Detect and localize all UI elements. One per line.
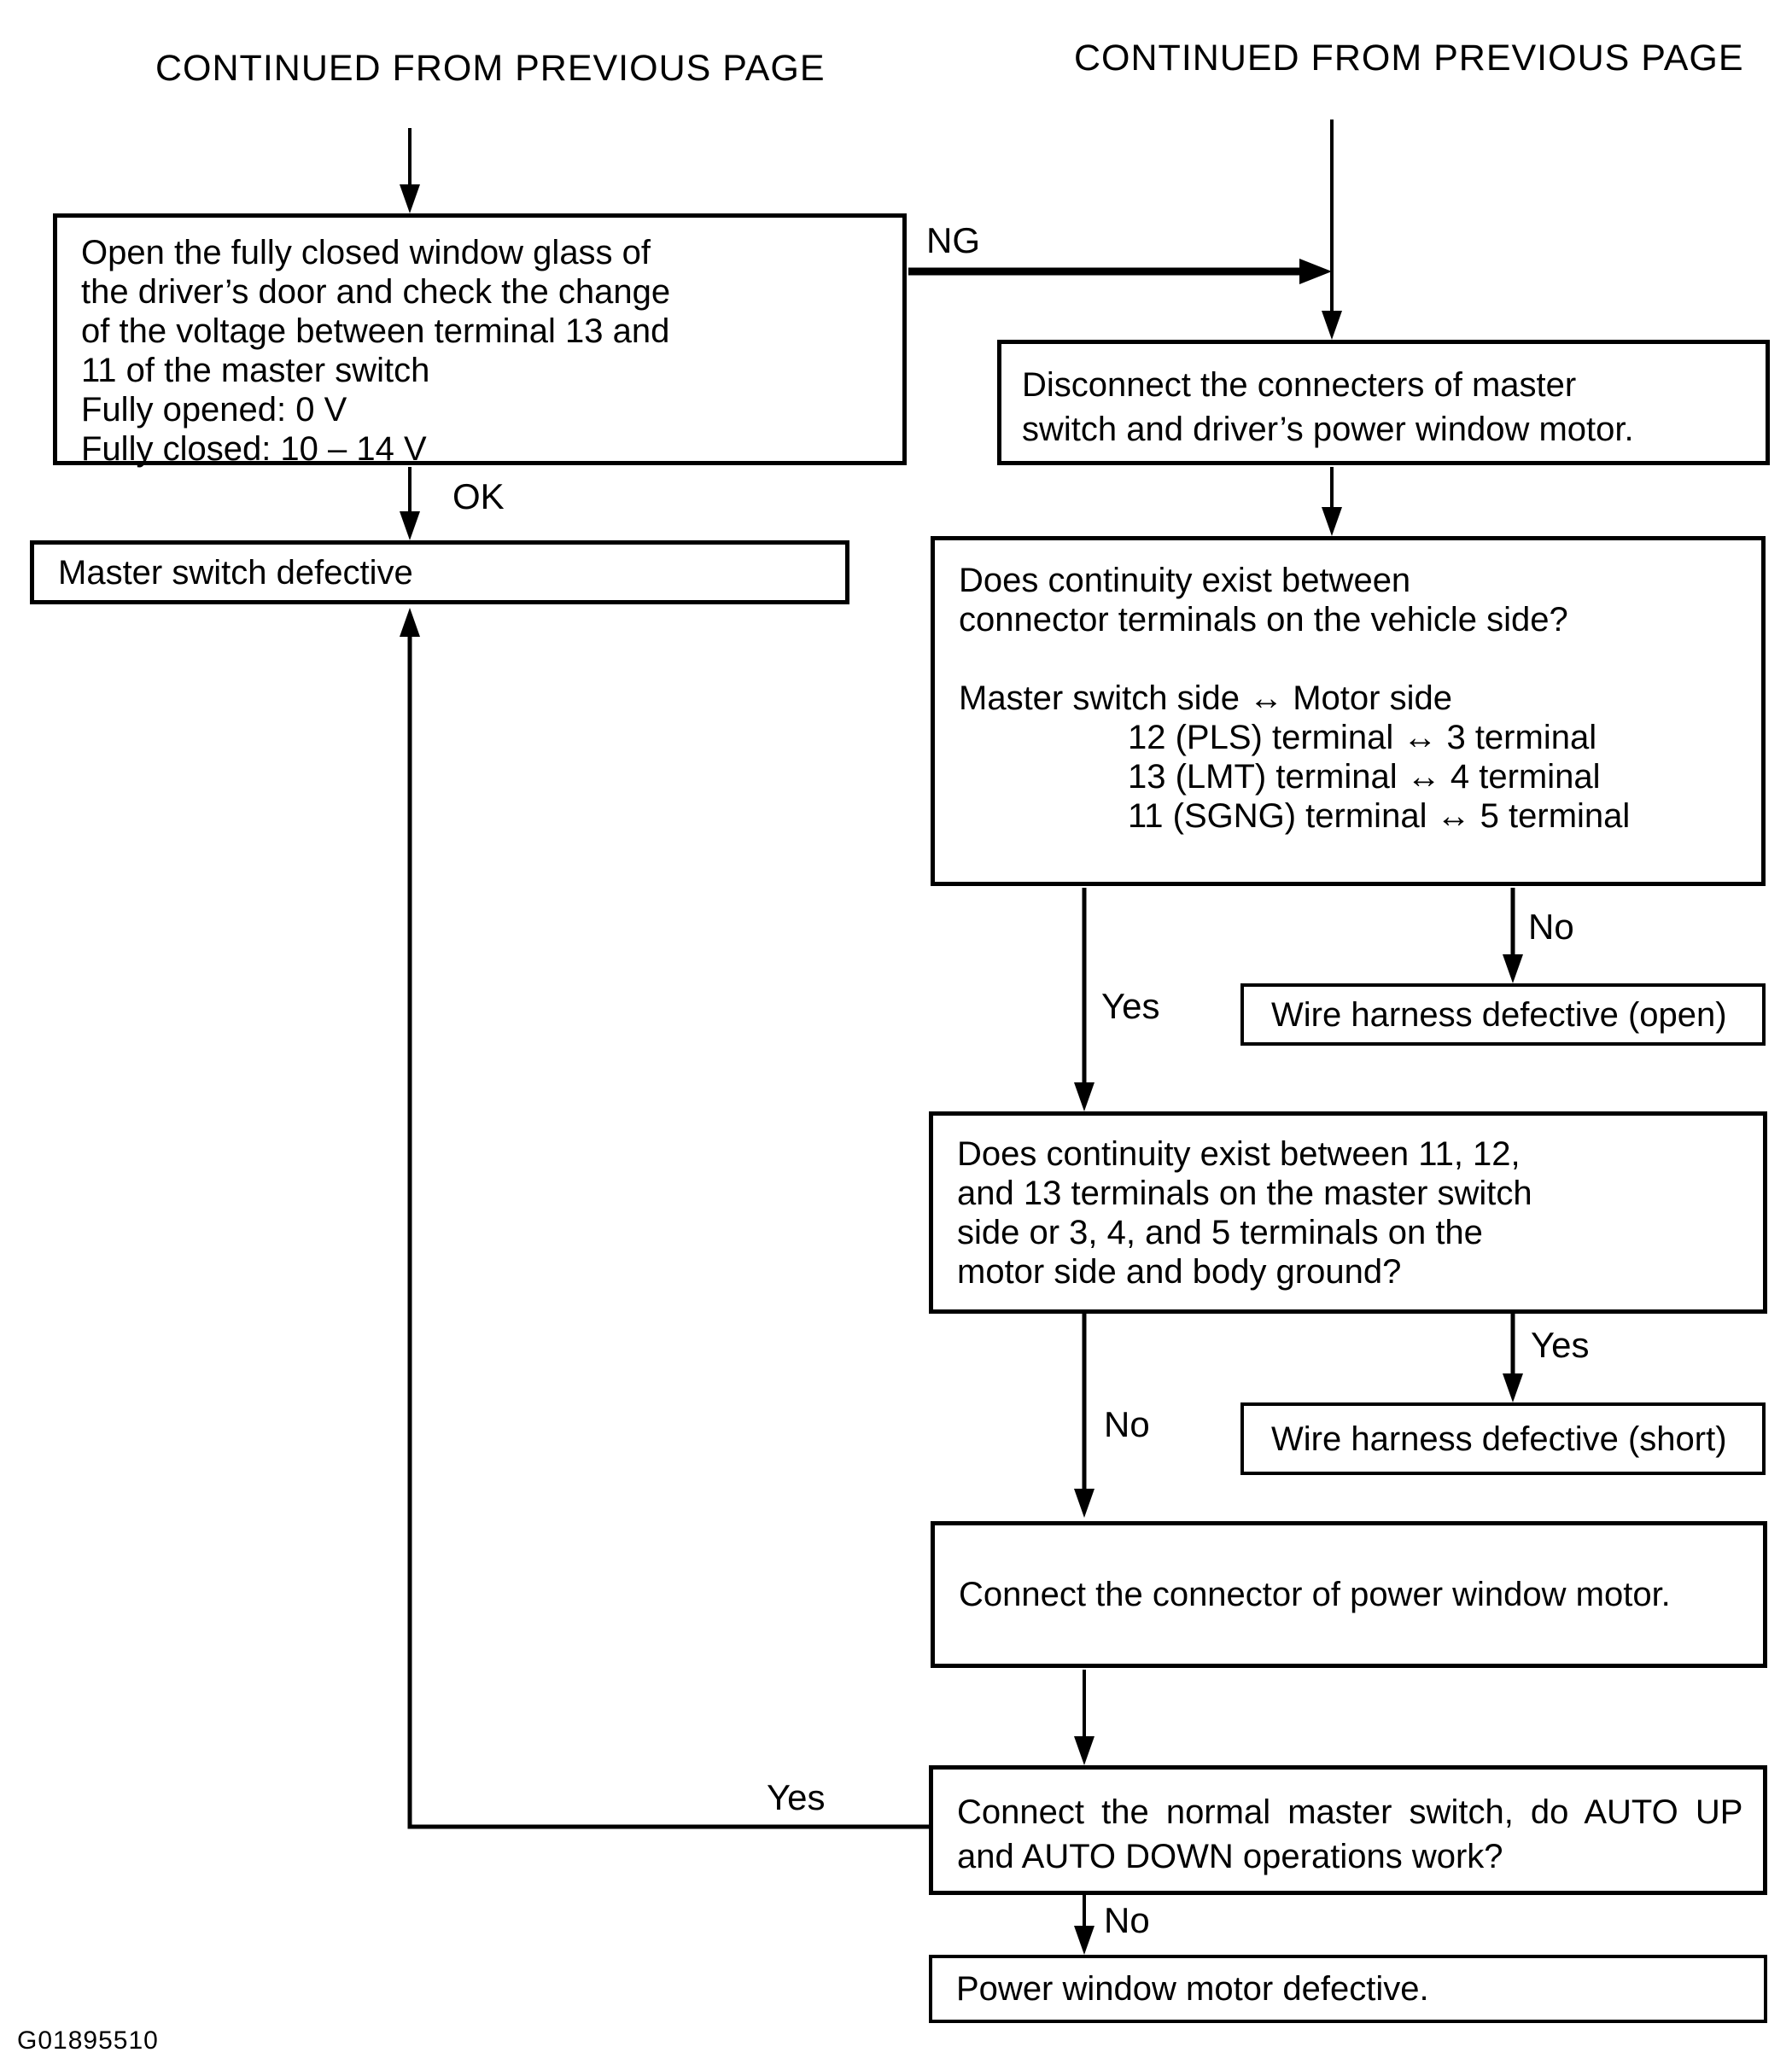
arrow-connector-to-question	[1074, 1670, 1094, 1765]
flow-box-line: motor side and body ground?	[957, 1253, 1402, 1291]
flow-box-line: Wire harness defective (open)	[1271, 995, 1727, 1034]
flow-box-line: Disconnect the connecters of master	[1022, 366, 1577, 404]
branch-label-auto-no: No	[1104, 1900, 1150, 1940]
flow-box-line: 11 of the master switch	[81, 352, 430, 389]
flow-box-line: Does continuity exist between 11, 12,	[957, 1135, 1521, 1173]
flow-box-line: Fully opened: 0 V	[81, 391, 347, 429]
flow-box-line: the driver’s door and check the change	[81, 273, 671, 311]
flow-box-line: Does continuity exist between	[959, 562, 1411, 599]
flow-box-connect-normal-master-switch: Connect the normal master switch, do AUT…	[929, 1765, 1767, 1895]
flow-box-continuity-body-ground: Does continuity exist between 11, 12, an…	[929, 1111, 1767, 1314]
flow-box-wire-harness-short: Wire harness defective (short)	[1240, 1402, 1766, 1475]
flow-box-line: Wire harness defective (short)	[1271, 1420, 1727, 1458]
branch-label-auto-yes: Yes	[767, 1777, 826, 1817]
arrow-disconnect-to-continuity	[1322, 467, 1342, 536]
flow-box-line: Power window motor defective.	[956, 1970, 1429, 2008]
flow-box-line: Master switch side ↔ Motor side	[959, 679, 1452, 717]
flow-box-line: Connect the normal master switch, do AUT…	[957, 1793, 1743, 1831]
continued-title-right: CONTINUED FROM PREVIOUS PAGE	[1074, 38, 1744, 79]
flow-box-line	[959, 639, 1753, 679]
flow-box-line: and 13 terminals on the master switch	[957, 1175, 1532, 1212]
flow-box-disconnect-connectors: Disconnect the connecters of master swit…	[997, 340, 1770, 465]
arrow-from-left-title	[400, 128, 420, 213]
continued-title-left: CONTINUED FROM PREVIOUS PAGE	[155, 48, 826, 89]
flow-box-line: connector terminals on the vehicle side?	[959, 601, 1568, 638]
flow-box-line: 12 (PLS) terminal ↔ 3 terminal	[1128, 719, 1597, 756]
arrow-ground-no	[1074, 1314, 1094, 1518]
flow-box-line: 11 (SGNG) terminal ↔ 5 terminal	[1128, 797, 1631, 835]
arrow-ground-yes	[1503, 1314, 1523, 1402]
flow-box-line: side or 3, 4, and 5 terminals on the	[957, 1214, 1483, 1251]
branch-label-vehicle-yes: Yes	[1101, 986, 1160, 1026]
flow-box-line: Fully closed: 10 – 14 V	[81, 430, 427, 468]
arrow-from-right-title	[1322, 120, 1342, 340]
branch-label-ok: OK	[452, 476, 505, 516]
arrow-ng	[908, 259, 1332, 284]
arrow-ok	[400, 467, 420, 540]
flow-box-line: of the voltage between terminal 13 and	[81, 312, 670, 350]
flow-box-master-switch-defective: Master switch defective	[30, 540, 849, 604]
flow-box-line: 13 (LMT) terminal ↔ 4 terminal	[1128, 758, 1601, 796]
flow-box-motor-defective: Power window motor defective.	[929, 1955, 1767, 2023]
branch-label-ground-yes: Yes	[1531, 1325, 1590, 1365]
flow-box-continuity-vehicle-side: Does continuity exist between connector …	[931, 536, 1766, 886]
branch-label-ng: NG	[926, 220, 980, 260]
flow-box-wire-harness-open: Wire harness defective (open)	[1240, 983, 1766, 1046]
flow-box-open-window-check: Open the fully closed window glass of th…	[53, 213, 907, 468]
flow-box-line: Connect the connector of power window mo…	[959, 1576, 1671, 1613]
branch-label-vehicle-no: No	[1528, 907, 1574, 947]
flow-box-line: and AUTO DOWN operations work?	[957, 1838, 1503, 1875]
flow-box-line: switch and driver’s power window motor.	[1022, 411, 1634, 448]
arrow-auto-yes-return	[400, 608, 929, 1829]
arrow-vehicle-no	[1503, 888, 1523, 983]
arrow-vehicle-yes	[1074, 888, 1094, 1111]
flow-box-line: Master switch defective	[58, 553, 413, 592]
figure-code: G01895510	[17, 2026, 159, 2055]
flow-box-connect-motor-connector: Connect the connector of power window mo…	[931, 1521, 1767, 1668]
branch-label-ground-no: No	[1104, 1404, 1150, 1444]
arrow-auto-no	[1074, 1895, 1094, 1955]
flow-box-line: Open the fully closed window glass of	[81, 234, 651, 271]
